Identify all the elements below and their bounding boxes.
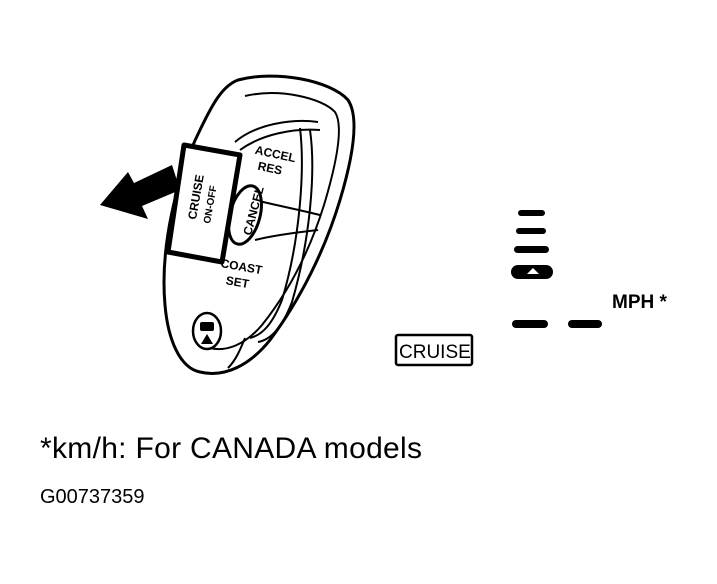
cruise-indicator: CRUISE	[394, 333, 474, 367]
cruise-on-off-button[interactable]: CRUISE ON-OFF	[165, 142, 243, 265]
speed-unit-label: MPH *	[612, 292, 668, 313]
svg-text:RES: RES	[256, 159, 283, 178]
svg-text:SET: SET	[225, 273, 251, 291]
figure-id: G00737359	[40, 486, 145, 508]
coast-set-label: COAST SET	[220, 256, 264, 291]
accel-res-label: ACCEL RES	[254, 143, 297, 178]
caption: *km/h: For CANADA models	[40, 432, 423, 465]
set-arrow-icon	[511, 265, 553, 279]
horn-pad-icon	[191, 311, 223, 351]
pointer-arrow-icon	[100, 165, 180, 219]
svg-text:CRUISE: CRUISE	[399, 342, 471, 363]
indicator-dashes	[512, 210, 602, 328]
